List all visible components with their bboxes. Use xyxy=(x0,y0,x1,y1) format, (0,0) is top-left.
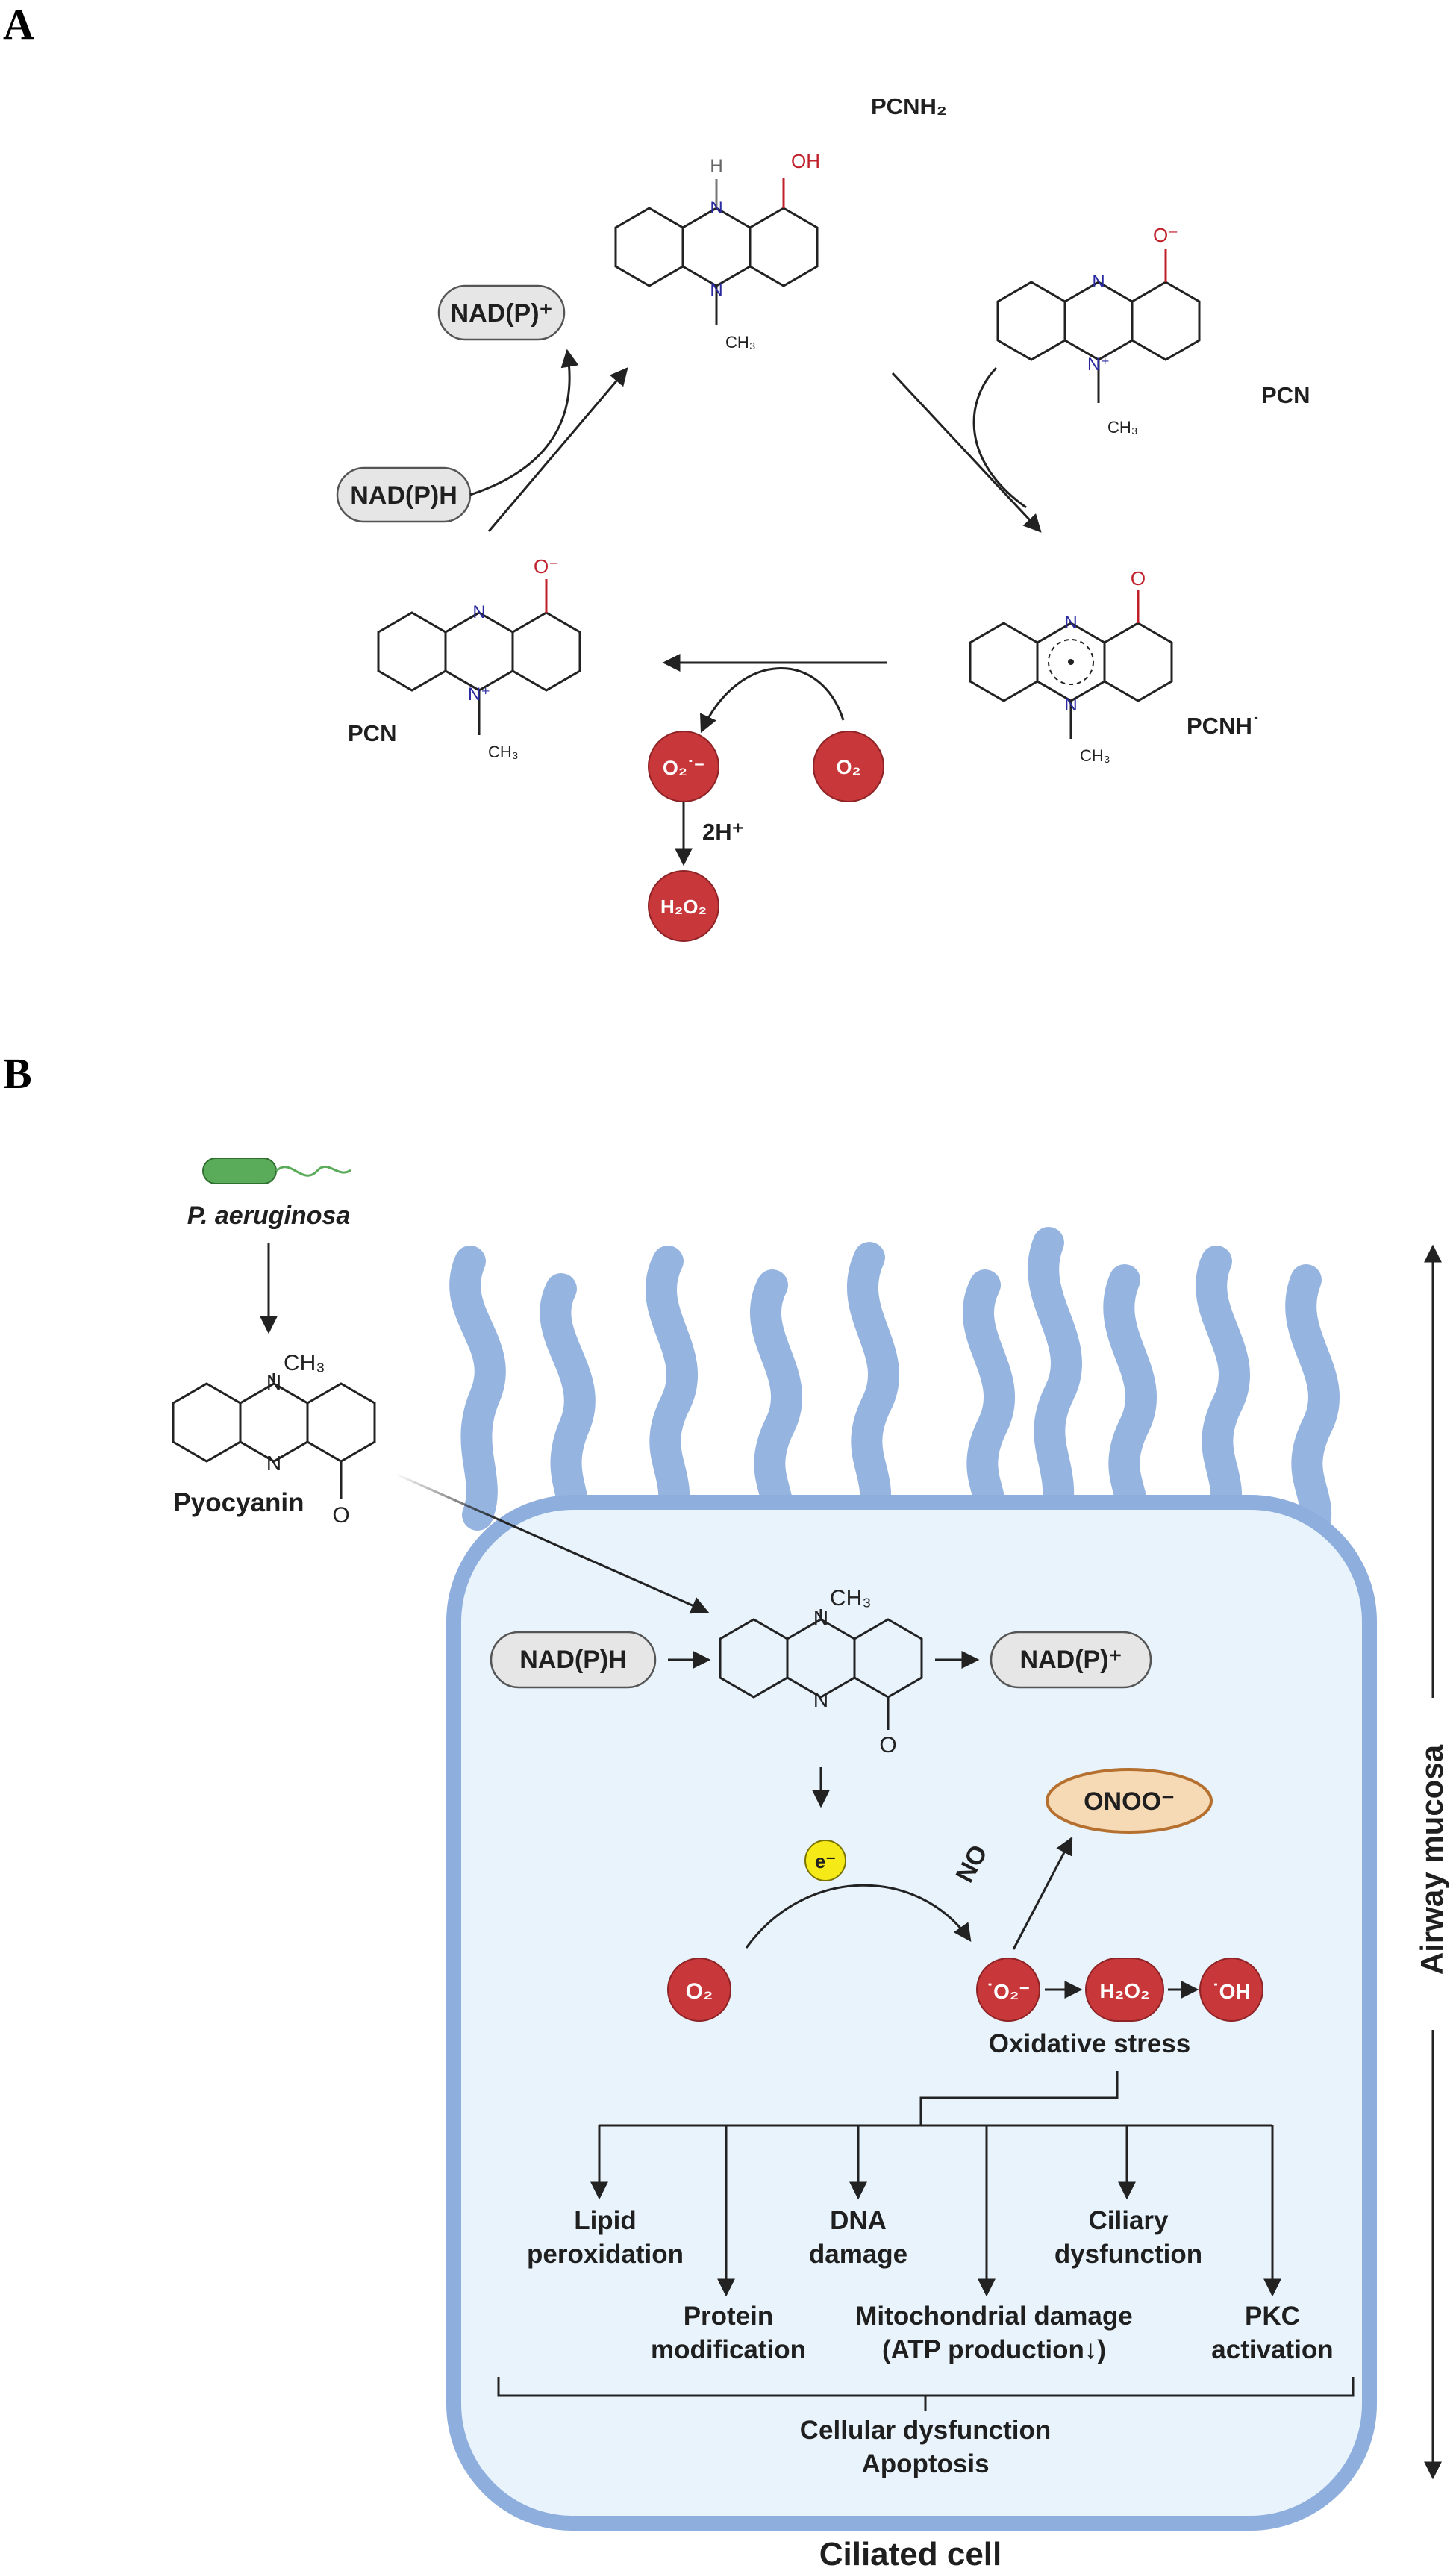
h2o2-circle-a xyxy=(648,870,719,942)
onoo-ellipse xyxy=(1046,1768,1213,1834)
pcnh2-n-bottom: N xyxy=(710,280,722,300)
ciliated-cell-body xyxy=(446,1495,1377,2531)
onoo-label: ONOO⁻ xyxy=(1084,1787,1175,1816)
electron-label: e⁻ xyxy=(815,1850,836,1872)
airway-mucosa-label: Airway mucosa xyxy=(1414,1744,1449,1975)
nadph-label-a: NAD(P)H xyxy=(350,481,457,510)
effects-tree xyxy=(599,2071,1272,2127)
effect-dna-line1: DNA xyxy=(830,2206,887,2235)
pcnh-o: O xyxy=(1131,567,1146,590)
pcn-right-n-top: N xyxy=(1092,272,1105,292)
pcnh-n-bottom: N xyxy=(1064,695,1077,715)
o2-circle-a xyxy=(813,731,884,802)
hydroxyl-label: ˙OH xyxy=(1212,1980,1250,2003)
o2-label-b: O₂ xyxy=(686,1979,713,2004)
nadp-label-b: NAD(P)⁺ xyxy=(1020,1646,1122,1674)
pcn-left-o-minus: O⁻ xyxy=(534,555,559,578)
h2o2-label-b: H₂O₂ xyxy=(1100,1979,1150,2002)
pyocyanin-inside-n-top: N xyxy=(813,1607,828,1630)
effect-pkc-line2: activation xyxy=(1211,2335,1333,2364)
arrow-o2-to-superoxide xyxy=(700,667,845,734)
nadph-label-b: NAD(P)H xyxy=(519,1646,627,1674)
pyocyanin-inside-ch3: CH₃ xyxy=(830,1586,872,1611)
pcn-right-n-plus: N⁺ xyxy=(1087,354,1110,375)
effect-mito-line1: Mitochondrial damage xyxy=(855,2302,1132,2331)
superoxide-circle-a xyxy=(648,731,719,802)
pcnh2-label: PCNH₂ xyxy=(871,93,947,119)
pcnh2-n-top: N xyxy=(710,198,722,218)
panel-a-label: A xyxy=(3,0,34,49)
panel-b-label: B xyxy=(3,1049,32,1098)
two-h-plus-label: 2H⁺ xyxy=(702,819,744,845)
pcnh-ch3: CH₃ xyxy=(1080,746,1110,765)
pcnh2-h: H xyxy=(710,156,722,176)
arrow-pyocyanin-entry xyxy=(395,1472,710,1614)
pyocyanin-outside-ch3: CH₃ xyxy=(284,1351,325,1375)
pyocyanin-inside-n-bottom: N xyxy=(813,1688,828,1711)
pcnh2-oh: OH xyxy=(791,150,820,172)
pyocyanin-outside-n-top: N xyxy=(266,1371,281,1394)
pcnh-radical-molecule: N N O CH₃ xyxy=(969,567,1173,765)
pcnh-radical-label: PCNH˙ xyxy=(1187,713,1260,739)
o2-circle-b xyxy=(667,1958,731,2022)
effect-protein-line2: modification xyxy=(651,2335,806,2364)
bacterium-label: P. aeruginosa xyxy=(187,1202,351,1230)
outcome-line1: Cellular dysfunction xyxy=(800,2416,1051,2445)
bacterium-icon xyxy=(202,1158,351,1184)
effect-lipid-line1: Lipid xyxy=(574,2206,637,2235)
pyocyanin-label: Pyocyanin xyxy=(173,1488,304,1517)
pcn-label-right: PCN xyxy=(1261,382,1310,408)
arrow-pcnh2-to-pcnh xyxy=(891,372,1042,533)
pcn-left-n-plus: N⁺ xyxy=(468,684,490,705)
superoxide-label-b: ˙O₂⁻ xyxy=(987,1980,1030,2003)
superoxide-label-a: O₂˙⁻ xyxy=(663,757,704,779)
nadp-pill-a xyxy=(437,284,566,341)
arrow-o2-to-superoxide-b xyxy=(745,1884,972,1949)
ciliated-cell-label: Ciliated cell xyxy=(819,2536,1002,2571)
nadp-label-a: NAD(P)⁺ xyxy=(451,299,553,328)
h2o2-label-a: H₂O₂ xyxy=(660,896,707,918)
superoxide-circle-b xyxy=(976,1958,1040,2022)
h2o2-circle-b xyxy=(1085,1958,1164,2022)
pcn-molecule-right: N N⁺ O⁻ CH₃ xyxy=(996,224,1201,437)
cilia xyxy=(449,1227,1340,1546)
effect-pkc-line1: PKC xyxy=(1245,2302,1300,2331)
pyocyanin-inside-o: O xyxy=(879,1733,896,1758)
electron-circle xyxy=(804,1840,846,1881)
effect-ciliary-line1: Ciliary xyxy=(1089,2206,1169,2235)
pcn-label-left: PCN xyxy=(348,720,396,746)
pcn-molecule-left: N N⁺ O⁻ CH₃ xyxy=(377,555,581,761)
arrow-pcn-to-pcnh2 xyxy=(487,367,628,532)
o2-label-a: O₂ xyxy=(837,756,861,778)
pcn-right-ch3: CH₃ xyxy=(1107,418,1138,437)
arrow-nadph-to-nadp xyxy=(469,349,579,496)
nadph-pill-b xyxy=(490,1631,657,1689)
pcn-left-ch3: CH₃ xyxy=(488,743,519,761)
outcome-line2: Apoptosis xyxy=(861,2449,989,2478)
effect-protein-line1: Protein xyxy=(684,2302,774,2331)
pcnh2-molecule: N N H OH CH₃ xyxy=(614,150,820,352)
pyocyanin-molecule-inside xyxy=(719,1609,923,1730)
pyocyanin-outside-n-bottom: N xyxy=(266,1452,281,1475)
arrow-pcn-merge xyxy=(972,366,1027,509)
arrow-superoxide-to-onoo xyxy=(1012,1836,1073,1950)
pyocyanin-molecule-outside xyxy=(172,1373,376,1499)
pcn-left-n-top: N xyxy=(472,602,485,622)
effect-dna-line2: damage xyxy=(809,2240,907,2269)
effect-lipid-line2: peroxidation xyxy=(527,2240,684,2269)
effect-ciliary-line2: dysfunction xyxy=(1054,2240,1202,2269)
pcnh-n-top: N xyxy=(1064,613,1077,633)
nadp-pill-b xyxy=(990,1631,1152,1689)
pcn-right-o-minus: O⁻ xyxy=(1153,224,1178,246)
pyocyanin-outside-o: O xyxy=(332,1503,349,1528)
oxidative-stress-label: Oxidative stress xyxy=(989,2029,1190,2058)
pcnh2-ch3: CH₃ xyxy=(725,333,756,352)
hydroxyl-circle xyxy=(1199,1958,1263,2022)
effect-mito-line2: (ATP production↓) xyxy=(882,2335,1106,2364)
